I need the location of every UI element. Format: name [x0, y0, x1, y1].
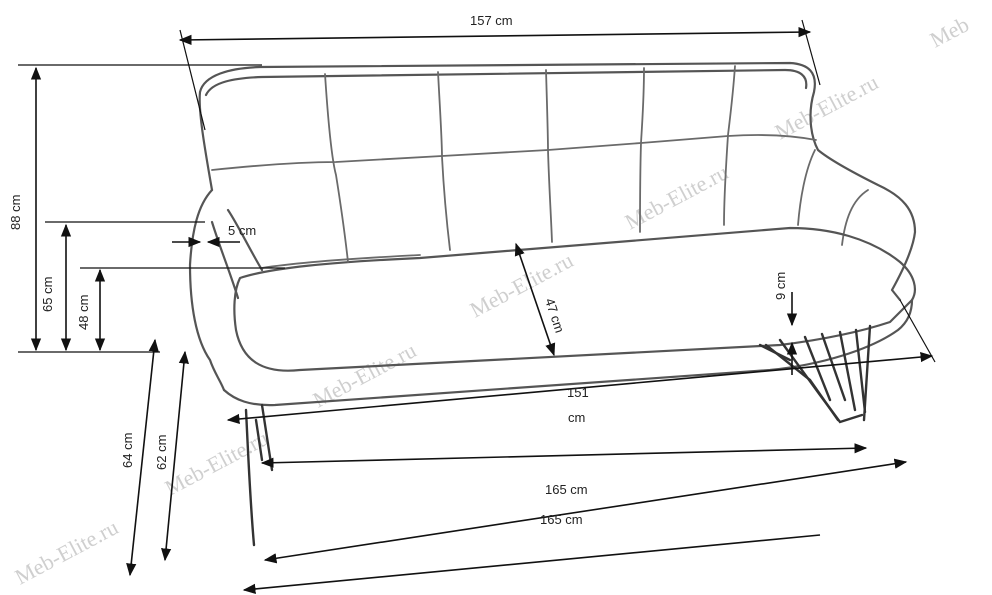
watermark-6: Meb-Elite.ru — [11, 514, 123, 589]
watermark-cut: Meb — [926, 11, 973, 52]
watermark-1: Meb-Elite.ru — [771, 69, 883, 144]
label-seat-width-num: 151 — [567, 385, 589, 400]
sofa-backrest — [198, 61, 917, 302]
label-height-seat: 48 cm — [76, 295, 91, 330]
label-height-armrest: 65 cm — [40, 277, 55, 312]
label-seat-depth: 47 cm — [542, 296, 567, 334]
label-width-165-a: 165 cm — [545, 482, 588, 497]
label-width-back: 157 cm — [470, 13, 513, 28]
watermark-2: Meb-Elite.ru — [621, 159, 733, 234]
sofa-seat — [233, 226, 916, 372]
label-seat-width-unit: cm — [568, 410, 585, 425]
label-depth-62: 62 cm — [154, 435, 169, 470]
sofa-left-arm — [188, 188, 226, 392]
label-width-165-b: 165 cm — [540, 512, 583, 527]
label-depth-64: 64 cm — [120, 433, 135, 468]
label-back-offset: 5 cm — [228, 223, 256, 238]
dimension-labels: 157 cm 88 cm 65 cm 48 cm 5 cm 47 cm 9 cm… — [8, 13, 788, 527]
label-seat-thickness: 9 cm — [773, 272, 788, 300]
label-height-total: 88 cm — [8, 195, 23, 230]
watermarks: Meb Meb-Elite.ru Meb-Elite.ru Meb-Elite.… — [11, 11, 973, 589]
dimension-lines — [18, 19, 936, 595]
